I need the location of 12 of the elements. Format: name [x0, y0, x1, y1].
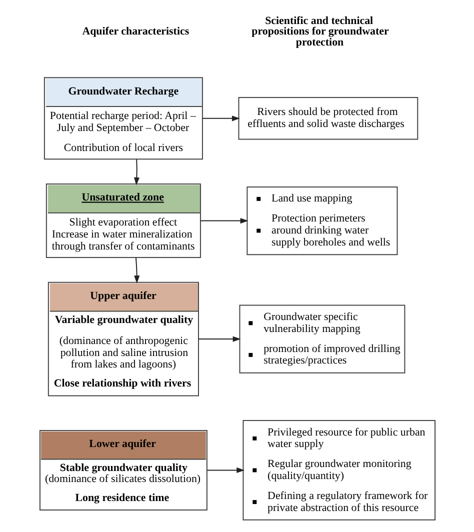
label: Scientific and technical propositions for groundwater protection — [251, 14, 388, 49]
node-box: Land use mapping Protection perimeters around drinking water supply boreholes and wells — [246, 186, 398, 256]
arrow — [200, 218, 248, 224]
node-box: Privileged resource for public urban water supply Regular groundwater monitoring (quality/quantity) Defining a regulatory framework for private abstraction of this resource — [242, 420, 436, 520]
arrow — [206, 467, 244, 474]
arrow — [202, 116, 240, 122]
arrow — [133, 158, 140, 186]
arrow — [198, 336, 240, 342]
label: Aquifer characteristics — [82, 25, 189, 38]
node-box: Groundwater specific vulnerability mapping promotion of improved drilling strategies/practices — [238, 304, 405, 374]
node-box: Rivers should be protected from effluents and solid waste discharges — [238, 97, 418, 140]
arrow — [134, 257, 140, 284]
